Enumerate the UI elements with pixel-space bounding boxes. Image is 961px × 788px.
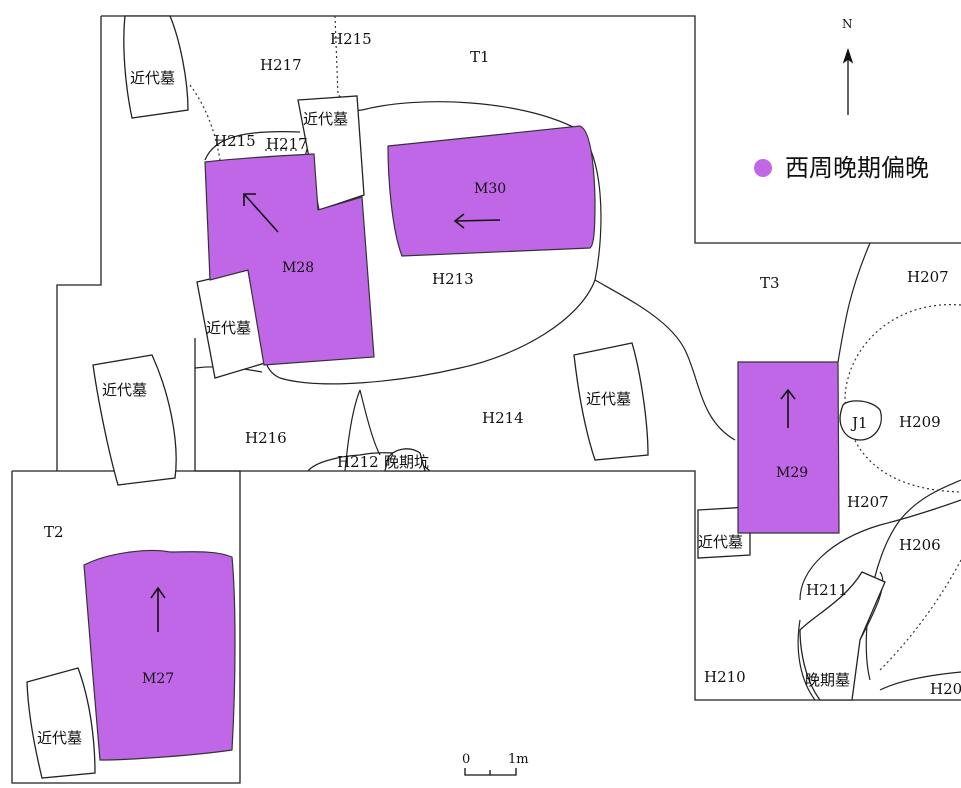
- grave-m29-shape: [737, 361, 840, 534]
- legend-dot-icon: [754, 159, 772, 177]
- north-label: N: [842, 17, 853, 31]
- pit-h215-label: H215: [330, 30, 372, 48]
- grave-m27-label: M27: [142, 671, 174, 687]
- modern-grave-label: 近代墓: [102, 381, 147, 399]
- pit-h208-line: [879, 671, 961, 691]
- modern-grave-outline: [697, 506, 751, 559]
- trench-t2-label: T2: [44, 523, 64, 541]
- pit-h208-label: H208: [930, 680, 961, 698]
- pit-h211-outline: [799, 499, 961, 601]
- legend: 西周晚期偏晚: [754, 154, 929, 182]
- pit-h209-dotted: [844, 304, 961, 493]
- pit-h211-label: H211: [806, 581, 848, 599]
- late-grave-label: 晚期墓: [805, 671, 850, 689]
- pit-labels: H215 H217 H215 H217 H213 H214 H216 H212 …: [214, 30, 961, 698]
- modern-grave-label: 近代墓: [303, 110, 348, 128]
- pit-h212-label: H212: [337, 453, 379, 471]
- pit-h210-label: H210: [704, 668, 746, 686]
- pit-h215-dotted: [334, 15, 346, 101]
- modern-grave-outline: [26, 667, 96, 779]
- pit-h214-label: H214: [482, 409, 524, 427]
- pit-h206-outline: [865, 479, 961, 681]
- trench-t1-label: T1: [470, 48, 490, 66]
- modern-grave-label: 近代墓: [130, 69, 175, 87]
- late-grave-outline: [799, 571, 886, 701]
- scale-bar-icon: [464, 768, 517, 776]
- pit-h206-label: H206: [899, 536, 941, 554]
- grave-m28-arrow-icon: [243, 193, 279, 233]
- direction-arrows: [150, 193, 796, 632]
- pit-h207-line: [837, 242, 871, 363]
- grave-m27-arrow-icon: [150, 586, 166, 632]
- well-j1-label: J1: [850, 414, 868, 432]
- pit-h207-label: H207: [907, 268, 949, 286]
- divider-line-b: [359, 389, 381, 456]
- pit-h207-label: H207: [847, 493, 889, 511]
- modern-grave-outline: [92, 354, 177, 486]
- pit-h215-label: H215: [214, 132, 256, 150]
- modern-grave-label: 近代墓: [37, 729, 82, 747]
- modern-grave-outline: [573, 342, 649, 461]
- trench-t1-boundary: [101, 15, 961, 244]
- modern-grave-outline: [123, 15, 189, 119]
- burials: [83, 125, 840, 761]
- grave-m28-shape: [204, 153, 375, 366]
- grave-m30-shape: [387, 125, 596, 257]
- pit-h214-line: [594, 279, 736, 441]
- trench-labels: T1 T2 T3: [44, 48, 780, 541]
- late-pit-outline: [384, 448, 426, 472]
- grave-m29-arrow-icon: [780, 388, 796, 428]
- scale-one: 1m: [508, 752, 529, 767]
- pit-h209-label: H209: [899, 413, 941, 431]
- pit-h216-label: H216: [245, 429, 287, 447]
- pit-h217-label: H217: [266, 135, 308, 153]
- trench-t1-west-boundary: [56, 16, 102, 471]
- grave-m30-label: M30: [474, 181, 506, 197]
- north-arrow-icon: [842, 47, 854, 115]
- grave-m28-label: M28: [282, 260, 314, 276]
- feature-labels: 近代墓 近代墓 近代墓 近代墓 近代墓 近代墓 近代墓 晚期坑 晚期墓: [37, 69, 850, 747]
- grave-m30-arrow-icon: [453, 213, 501, 229]
- modern-grave-label: 近代墓: [586, 390, 631, 408]
- trench-t3-label: T3: [760, 274, 780, 292]
- late-pit-label: 晚期坑: [384, 453, 429, 471]
- grave-m27-shape: [83, 549, 236, 761]
- t1-t2-left-arc: [204, 131, 301, 161]
- pit-h208-dotted: [879, 559, 961, 671]
- well-j1-outline: [839, 400, 882, 441]
- divider-line-a: [344, 389, 361, 472]
- modern-grave-label: 近代墓: [698, 533, 743, 551]
- modern-graves: [26, 15, 886, 779]
- modern-grave-label: 近代墓: [206, 319, 251, 337]
- grave-labels: M28 M30 M29 M27: [142, 181, 808, 687]
- grave-m29-label: M29: [776, 465, 808, 481]
- pit-h217-label: H217: [260, 56, 302, 74]
- legend-label: 西周晚期偏晚: [785, 154, 929, 182]
- pit-h210-line: [797, 619, 816, 701]
- pit-h213-label: H213: [432, 270, 474, 288]
- scale-zero: 0: [462, 752, 470, 767]
